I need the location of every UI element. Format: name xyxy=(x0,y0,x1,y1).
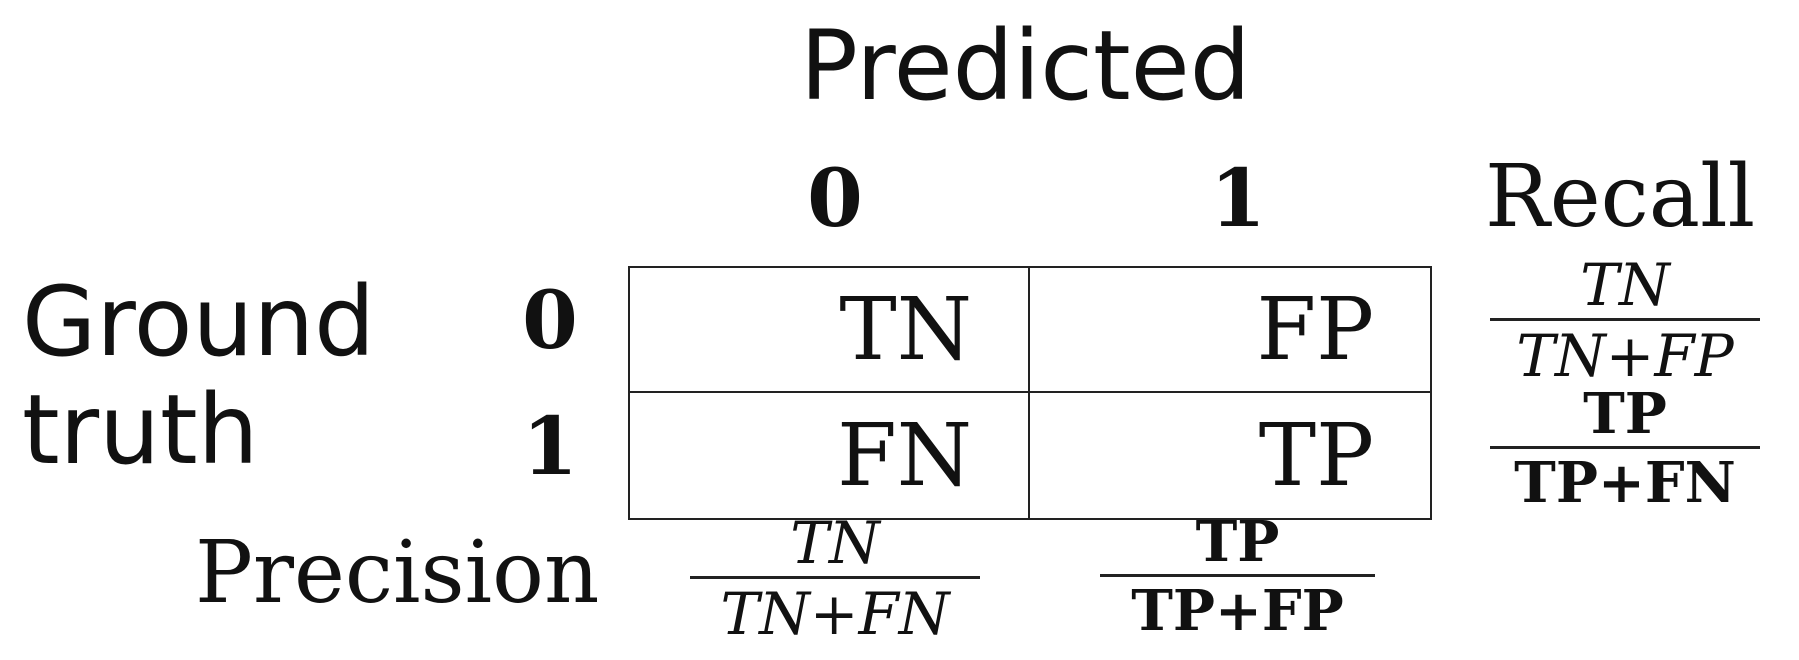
ground-truth-line-1: Ground xyxy=(22,266,376,378)
precision-col-0-numerator: TN xyxy=(790,509,880,577)
cell-false-negative: FN xyxy=(630,393,1030,518)
cell-true-positive: TP xyxy=(1258,405,1374,506)
predicted-axis-title: Predicted xyxy=(800,10,1251,122)
fraction-bar xyxy=(1490,318,1760,321)
precision-col-1-denominator: TP+FP xyxy=(1131,578,1344,644)
precision-col-0-denominator: TN+FN xyxy=(720,580,950,648)
precision-formula-col-0: TN TN+FN xyxy=(690,514,980,643)
column-header-0: 0 xyxy=(807,151,863,245)
precision-title: Precision xyxy=(195,523,600,623)
column-header-1: 1 xyxy=(1210,151,1266,245)
recall-formula-row-1: TP TP+FN xyxy=(1490,386,1760,511)
fraction-bar xyxy=(1490,446,1760,449)
recall-title: Recall xyxy=(1485,147,1756,247)
recall-row-1-numerator: TP xyxy=(1583,381,1667,447)
fraction-bar xyxy=(690,576,980,579)
recall-row-0-numerator: TN xyxy=(1580,251,1670,319)
recall-formula-row-0: TN TN+FP xyxy=(1490,256,1760,385)
ground-truth-line-2: truth xyxy=(22,374,259,486)
confusion-matrix-grid: TN FP FN TP xyxy=(628,266,1432,520)
precision-formula-col-1: TP TP+FP xyxy=(1100,514,1375,639)
row-header-0: 0 xyxy=(522,273,578,367)
precision-col-1-numerator: TP xyxy=(1195,509,1280,575)
cell-true-negative: TN xyxy=(630,268,1030,393)
fraction-bar xyxy=(1100,574,1375,577)
recall-row-1-denominator: TP+FN xyxy=(1514,450,1736,516)
ground-truth-axis-title: Ground truth xyxy=(22,268,375,484)
row-header-1: 1 xyxy=(522,399,578,493)
recall-row-0-denominator: TN+FP xyxy=(1516,322,1734,390)
cell-false-positive: FP xyxy=(1030,268,1430,393)
